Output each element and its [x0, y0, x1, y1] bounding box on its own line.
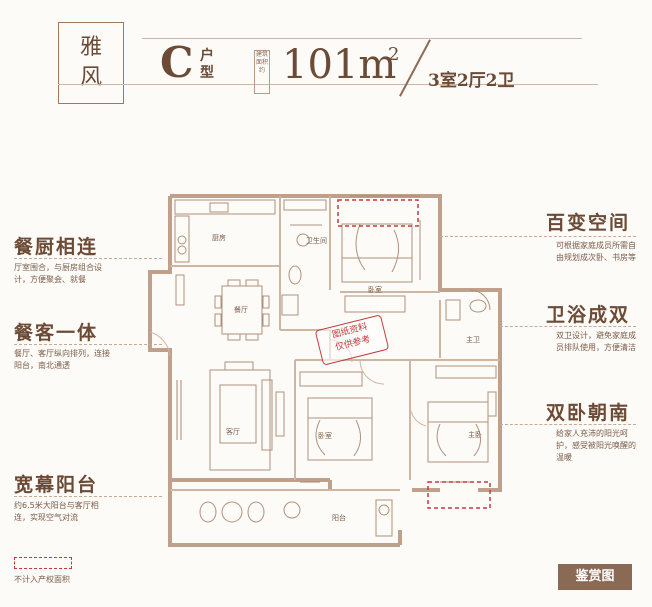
room-label-bedroom-south: 卧室 [318, 431, 332, 440]
room-label-living: 客厅 [226, 427, 240, 436]
feature-desc-dining-kitchen: 厅室围合，与厨房组合设计，方便聚会、就餐 [14, 263, 102, 284]
brand-char-1: 雅 [79, 35, 102, 60]
room-label-balcony: 阳台 [332, 513, 346, 522]
series-tag: 建筑面积约 [254, 50, 270, 94]
feature-title-flex-space: 百变空间 [546, 212, 631, 234]
area-value: 101m [282, 42, 397, 88]
appreciation-view-button[interactable]: 鉴赏图 [558, 564, 632, 590]
brand-char-2: 风 [79, 65, 102, 90]
feature-divider [440, 236, 636, 237]
feature-desc-dual-bath: 双卫设计，避免家庭成员排队使用，方便清洁 [556, 331, 636, 352]
legend-swatch [14, 557, 72, 569]
feature-desc-dining-living: 餐厅、客厅纵向排列，连接阳台，南北通透 [14, 349, 110, 370]
stamp-text: 图纸资料 仅供参考 [331, 322, 372, 354]
room-label-master-bedroom: 主卧 [468, 430, 482, 439]
unit-word: 户型 [200, 48, 214, 81]
header-rule-bottom [58, 84, 598, 85]
room-label-bathroom: 卫生间 [306, 236, 327, 245]
feature-desc-south-bedrooms: 给家人充沛的阳光呵护，感受被阳光唤醒的温暖 [556, 429, 636, 462]
room-label-kitchen: 厨房 [212, 233, 226, 242]
feature-divider [14, 258, 162, 259]
area-unit-superscript: 2 [388, 44, 400, 65]
room-label-master-bath: 主卫 [466, 335, 480, 344]
feature-divider [14, 344, 162, 345]
feature-divider [500, 326, 636, 327]
feature-title-dual-bath: 卫浴成双 [546, 304, 631, 326]
room-label-bedroom-north: 卧室 [368, 285, 382, 294]
feature-title-wide-balcony: 宽幕阳台 [14, 474, 99, 496]
feature-desc-flex-space: 可根据家庭成员所需自由规划成次卧、书房等 [556, 241, 636, 262]
feature-title-dining-living: 餐客一体 [14, 322, 99, 344]
unit-letter: C [160, 38, 194, 87]
feature-title-south-bedrooms: 双卧朝南 [546, 402, 631, 424]
layout-type: 3室2厅2卫 [428, 71, 515, 91]
room-label-dining: 餐厅 [234, 305, 248, 314]
brand-box: 雅 风 [58, 22, 124, 104]
feature-title-dining-kitchen: 餐厨相连 [14, 236, 99, 258]
feature-divider [14, 496, 162, 497]
feature-divider [500, 424, 636, 425]
header-rule-top [142, 38, 582, 39]
feature-desc-wide-balcony: 约6.5米大阳台与客厅相连，实现空气对流 [14, 501, 99, 522]
legend-text: 不计入产权面积 [14, 575, 70, 584]
